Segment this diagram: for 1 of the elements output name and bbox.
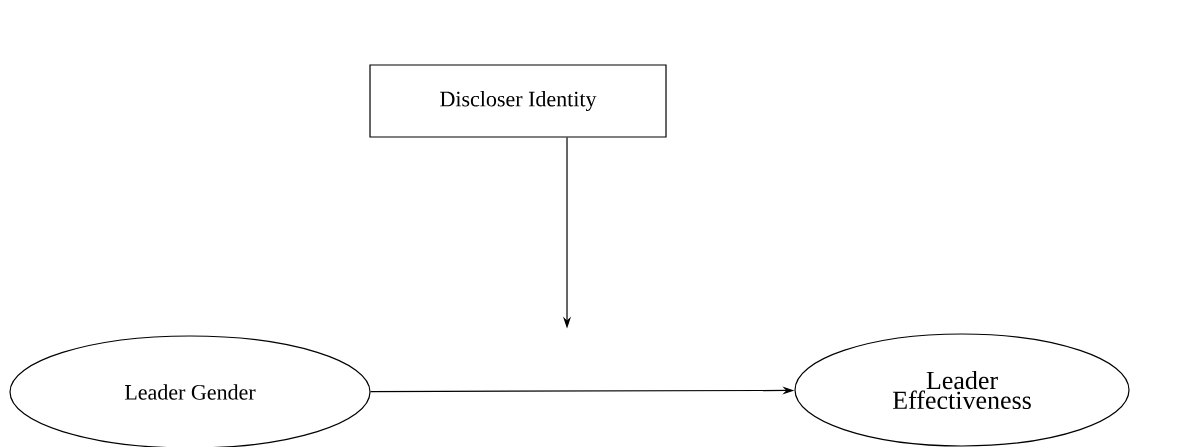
moderator-box: Discloser Identity <box>369 64 667 138</box>
